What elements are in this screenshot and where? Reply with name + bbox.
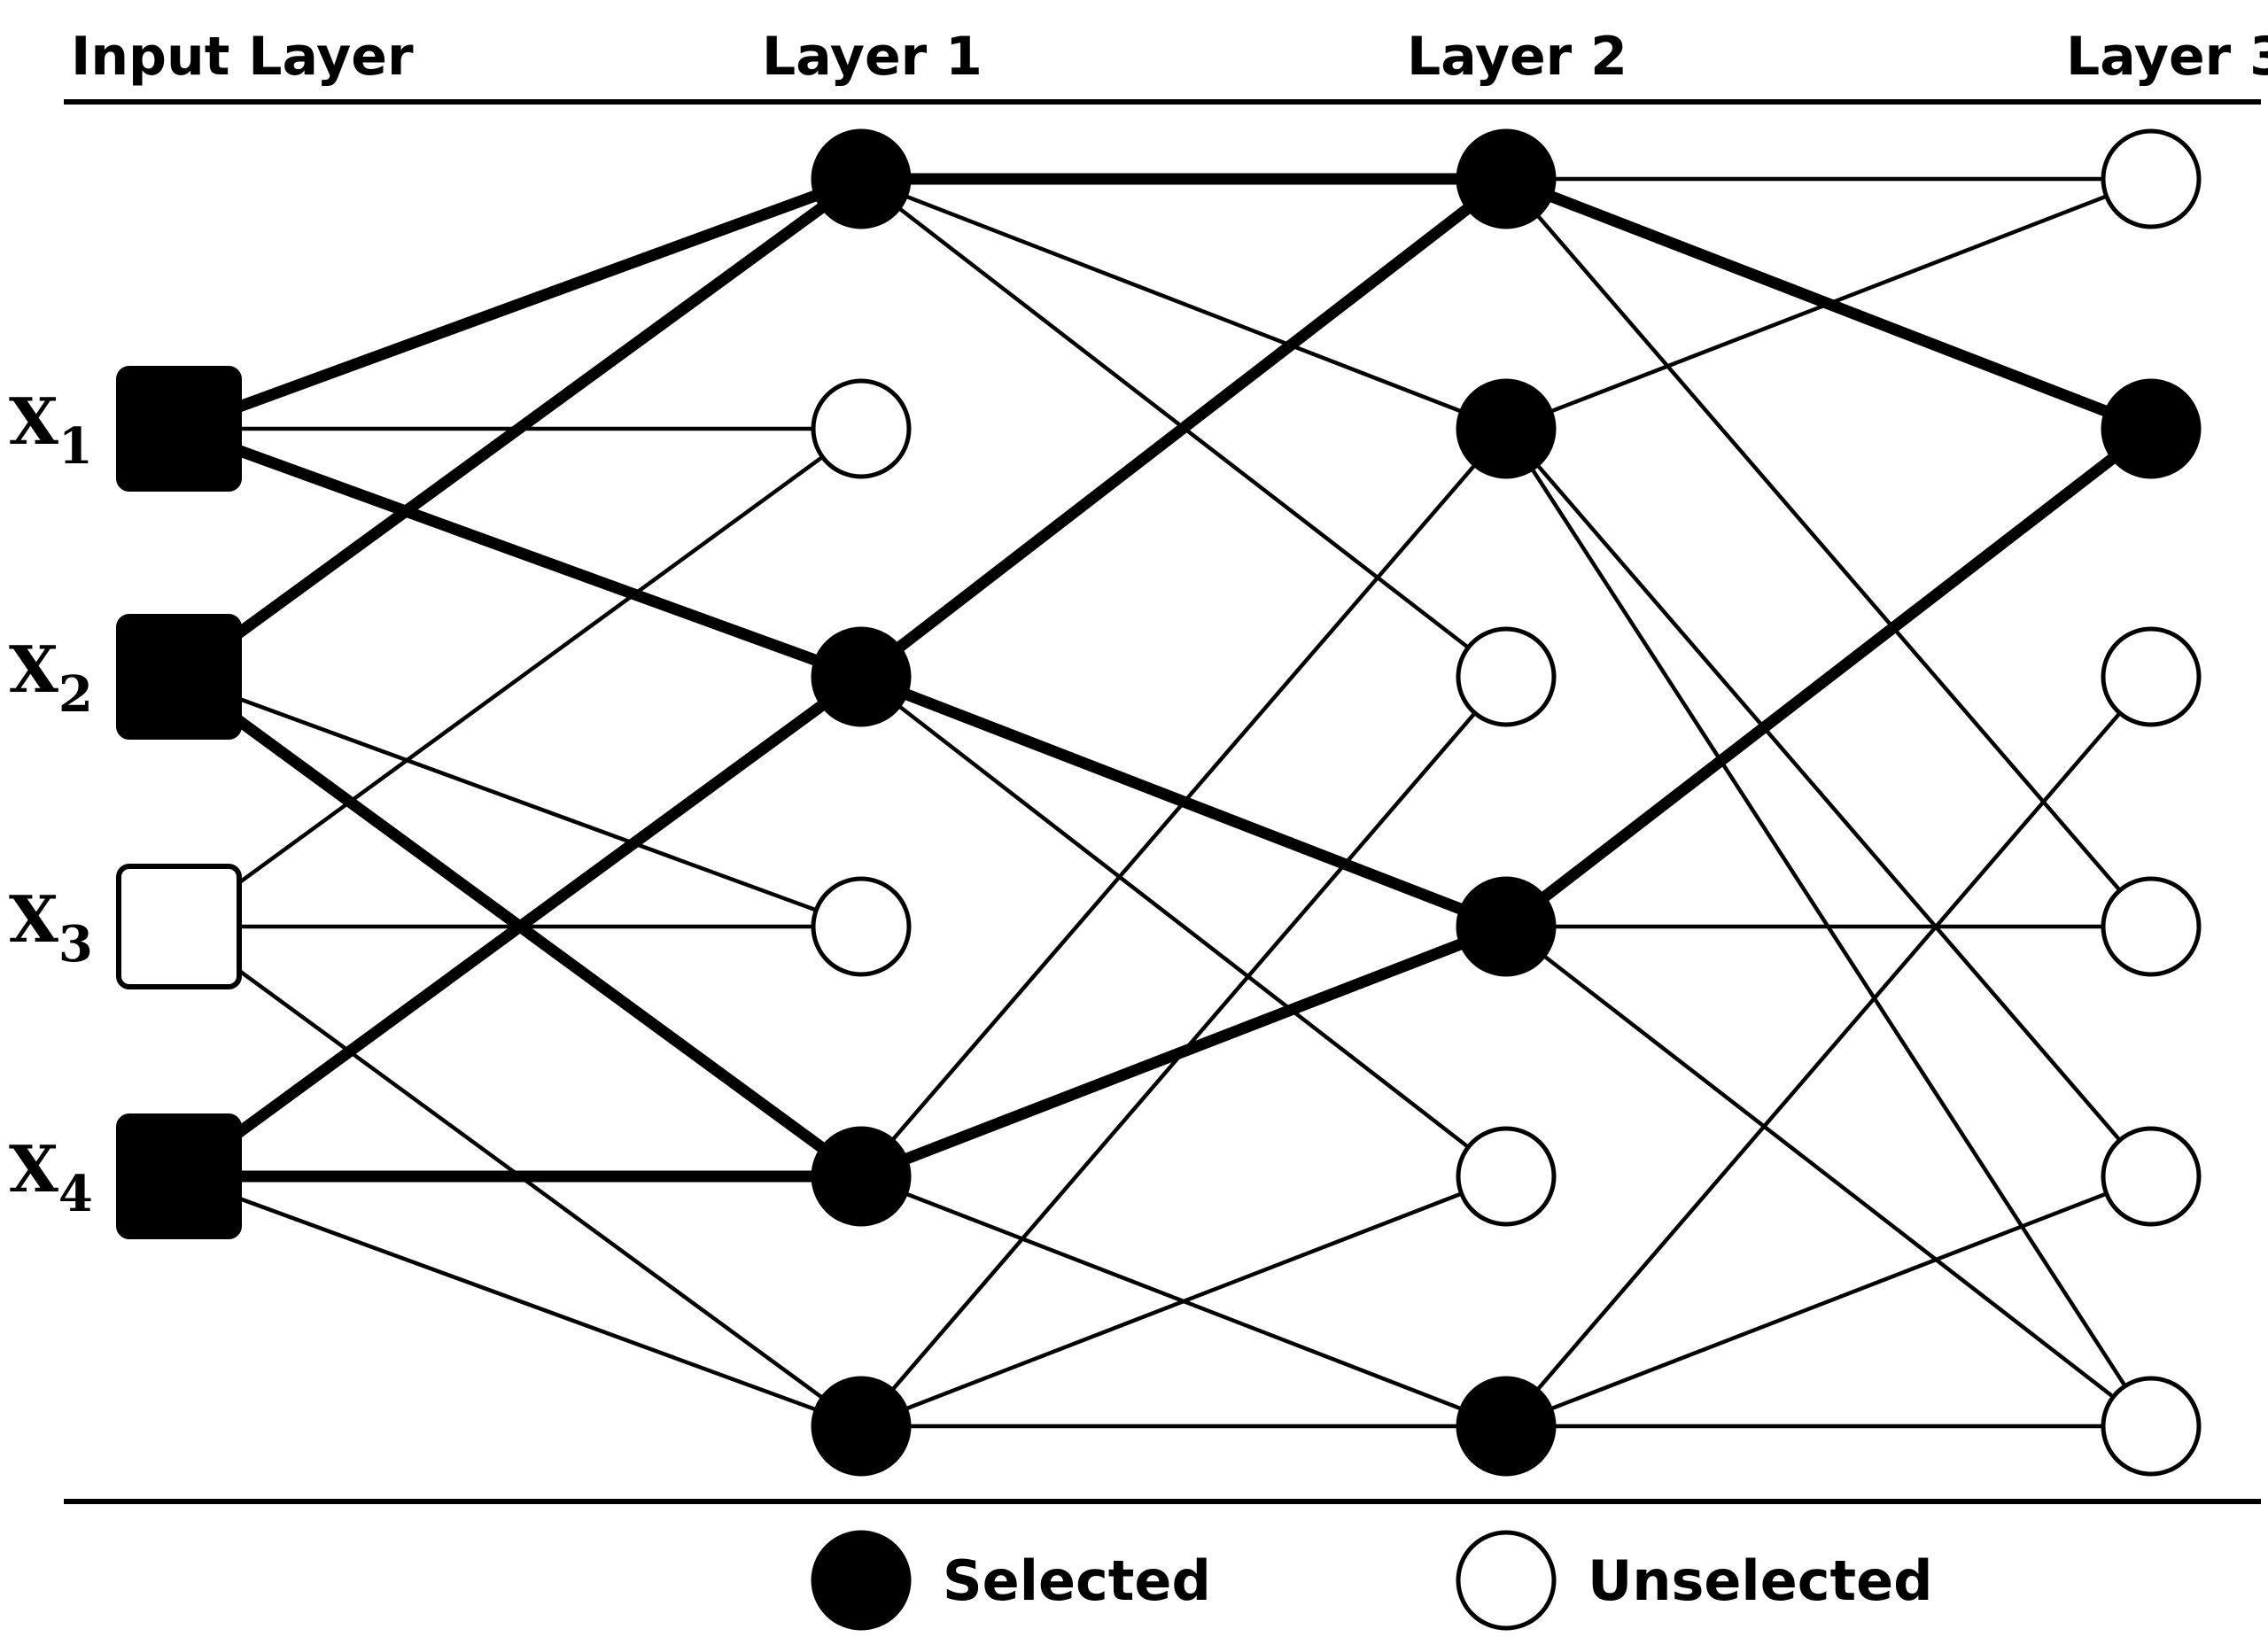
input-label-x1-sub: 1 <box>58 417 93 476</box>
edge-l2-l3-8 <box>1503 924 2154 1429</box>
layer1-node-3 <box>811 626 912 727</box>
bottom-rule <box>64 1499 2261 1504</box>
layer2-node-5 <box>1456 1126 1557 1227</box>
layer2-node-1 <box>1456 128 1557 229</box>
layer2-node-4 <box>1456 876 1557 977</box>
legend-marks <box>811 1530 1557 1631</box>
layer1-node-2 <box>811 378 912 479</box>
legend-unselected-label: Unselected <box>1588 1548 1933 1613</box>
input-label-x2-main: X <box>9 632 58 707</box>
layer3-node-1 <box>2101 128 2202 229</box>
layer3-node-3 <box>2101 626 2202 727</box>
layer3-node-6 <box>2101 1376 2202 1477</box>
edge-input-l1-4 <box>176 674 864 929</box>
top-rule <box>64 99 2261 105</box>
input-label-x1: X1 <box>9 390 93 472</box>
input-label-x4: X4 <box>9 1137 93 1220</box>
edge-l1-l2-5 <box>858 674 1509 1179</box>
input-label-x3-sub: 3 <box>58 915 93 974</box>
input-label-x4-main: X <box>9 1131 58 1206</box>
edges-group <box>173 173 2157 1429</box>
legend-selected-marker <box>811 1530 912 1631</box>
edge-input-l1-2 <box>173 423 867 683</box>
edge-l2-l3-3 <box>1503 176 2154 431</box>
edge-input-l1-6 <box>176 426 864 929</box>
edge-l1-l2-6 <box>858 426 1509 1179</box>
input-label-x2-sub: 2 <box>58 665 93 724</box>
layer3-node-5 <box>2101 1126 2202 1227</box>
layer1-node-6 <box>811 1376 912 1477</box>
header-layer-3: Layer 3 <box>2066 26 2268 88</box>
layer2-node-2 <box>1456 378 1557 479</box>
layer1-node-5 <box>811 1126 912 1227</box>
edge-input-l1-11 <box>176 1174 864 1429</box>
layer1-node-1 <box>811 128 912 229</box>
edge-input-l1-0 <box>173 173 867 435</box>
input-node-x2 <box>116 614 242 740</box>
input-label-x3: X3 <box>9 888 93 970</box>
layer3-node-2 <box>2101 378 2202 479</box>
edge-l2-l3-6 <box>1500 423 2157 933</box>
input-node-x1 <box>116 366 242 492</box>
edge-l1-l2-1 <box>858 176 1509 431</box>
header-input-layer: Input Layer <box>71 26 414 88</box>
input-node-x3 <box>116 864 242 989</box>
edge-l2-l3-9 <box>1503 674 2154 1429</box>
edge-input-l1-3 <box>173 173 867 683</box>
layer2-node-6 <box>1456 1376 1557 1477</box>
nodes-group <box>116 128 2202 1477</box>
legend-unselected-marker <box>1456 1530 1557 1631</box>
layer3-node-4 <box>2101 876 2202 977</box>
legend-selected-label: Selected <box>943 1548 1211 1613</box>
edge-l2-l3-4 <box>1503 426 2154 1179</box>
edge-l1-l2-9 <box>858 674 1509 1429</box>
edge-l2-l3-2 <box>1503 176 2154 929</box>
input-label-x1-main: X <box>9 384 58 459</box>
edge-l1-l2-10 <box>858 1174 1509 1429</box>
input-label-x3-main: X <box>9 881 58 957</box>
layer1-node-4 <box>811 876 912 977</box>
edge-l1-l2-3 <box>855 173 1512 683</box>
input-label-x2: X2 <box>9 638 93 720</box>
header-layer-2: Layer 2 <box>1407 26 1627 88</box>
input-label-x4-sub: 4 <box>58 1165 93 1223</box>
input-node-x4 <box>116 1113 242 1239</box>
edge-input-l1-9 <box>173 671 867 1183</box>
header-layer-1: Layer 1 <box>762 26 983 88</box>
edge-l2-l3-10 <box>1503 1174 2154 1429</box>
layer2-node-3 <box>1456 626 1557 727</box>
